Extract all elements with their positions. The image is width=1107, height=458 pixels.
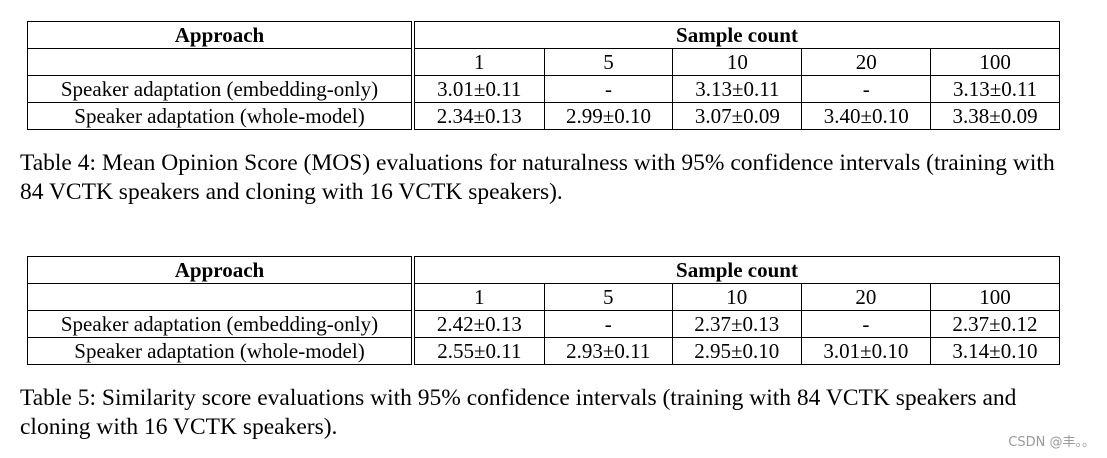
value-cell: 3.07±0.09 [672, 102, 803, 130]
value-cell: 2.55±0.11 [412, 337, 545, 365]
value-cell: - [801, 75, 932, 103]
sample-count-header: Sample count [412, 256, 1060, 284]
row-label: Speaker adaptation (whole-model) [27, 102, 415, 130]
row-label: Speaker adaptation (embedding-only) [27, 310, 415, 338]
count-cell: 100 [929, 283, 1061, 311]
table-row: Speaker adaptation (whole-model) 2.55±0.… [27, 337, 1061, 365]
approach-header: Approach [27, 21, 415, 49]
value-cell: 2.34±0.13 [412, 102, 545, 130]
sample-count-header: Sample count [412, 21, 1060, 49]
table-header-row: Approach Sample count [27, 256, 1060, 284]
row-label: Speaker adaptation (whole-model) [27, 337, 415, 365]
sample-count-row: 1 5 10 20 100 [27, 48, 1060, 76]
row-label: Speaker adaptation (embedding-only) [27, 75, 415, 103]
similarity-score-table: Approach Sample count 1 5 10 20 100 Spea… [27, 256, 1061, 365]
value-cell: 2.93±0.11 [543, 337, 673, 365]
table-header-row: Approach Sample count [27, 21, 1060, 49]
approach-header: Approach [27, 256, 415, 284]
value-cell: 3.01±0.10 [800, 337, 931, 365]
value-cell: - [800, 310, 931, 338]
count-cell: 20 [801, 48, 932, 76]
value-cell: 3.38±0.09 [930, 102, 1060, 130]
count-cell: 1 [412, 283, 545, 311]
value-cell: 2.37±0.13 [671, 310, 802, 338]
count-cell: 1 [412, 48, 545, 76]
value-cell: 3.40±0.10 [801, 102, 932, 130]
value-cell: - [543, 75, 674, 103]
count-cell: 20 [800, 283, 931, 311]
table-5-caption: Table 5: Similarity score evaluations wi… [20, 385, 1017, 440]
value-cell: 2.42±0.13 [412, 310, 545, 338]
count-cell: 10 [671, 283, 802, 311]
count-cell: 100 [930, 48, 1060, 76]
count-cell: 5 [543, 48, 674, 76]
mos-naturalness-table: Approach Sample count 1 5 10 20 100 Spea… [27, 21, 1060, 130]
empty-cell [27, 283, 415, 311]
table-4-caption: Table 4: Mean Opinion Score (MOS) evalua… [20, 150, 1055, 205]
value-cell: - [543, 310, 673, 338]
csdn-watermark: CSDN @丰。。 [1008, 435, 1095, 450]
sample-count-row: 1 5 10 20 100 [27, 283, 1061, 311]
empty-cell [27, 48, 415, 76]
value-cell: 3.14±0.10 [929, 337, 1061, 365]
table-row: Speaker adaptation (whole-model) 2.34±0.… [27, 102, 1060, 130]
value-cell: 3.13±0.11 [672, 75, 803, 103]
count-cell: 10 [672, 48, 803, 76]
count-cell: 5 [543, 283, 673, 311]
value-cell: 3.01±0.11 [412, 75, 545, 103]
table-row: Speaker adaptation (embedding-only) 2.42… [27, 310, 1061, 338]
table-row: Speaker adaptation (embedding-only) 3.01… [27, 75, 1060, 103]
value-cell: 2.99±0.10 [543, 102, 674, 130]
value-cell: 2.95±0.10 [671, 337, 802, 365]
value-cell: 3.13±0.11 [930, 75, 1060, 103]
value-cell: 2.37±0.12 [929, 310, 1061, 338]
